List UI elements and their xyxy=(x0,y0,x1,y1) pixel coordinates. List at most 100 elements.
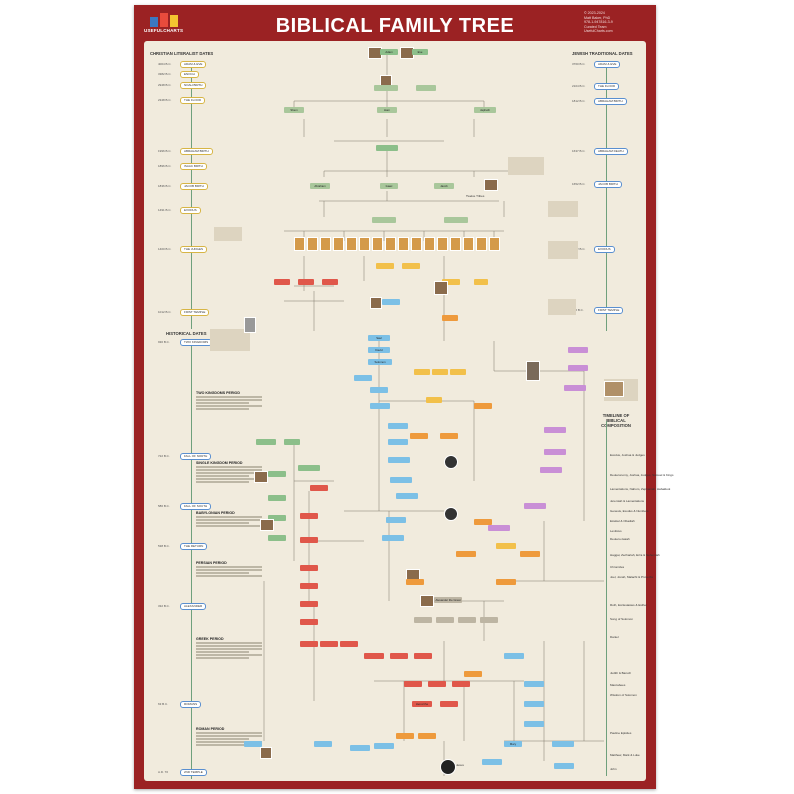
tree-node xyxy=(396,733,414,739)
tree-node xyxy=(480,617,498,623)
timeline-date: 2104 B.C. xyxy=(572,84,586,88)
tree-node-saul: Saul xyxy=(368,335,390,341)
timeline-node: ABRAHAM BIRTH xyxy=(180,148,213,155)
tribe-icon xyxy=(450,237,461,251)
period-block: PERSIAN PERIOD xyxy=(196,561,262,578)
timeline-date: 1836 B.C. xyxy=(158,184,172,188)
composition-timeline-line xyxy=(606,421,608,776)
historical-heading: HISTORICAL DATES xyxy=(166,331,207,336)
tree-node xyxy=(268,471,286,477)
tree-node xyxy=(568,347,588,353)
period-title: GREEK PERIOD xyxy=(196,637,224,641)
tree-node xyxy=(432,369,448,375)
tree-node xyxy=(406,579,424,585)
tree-node xyxy=(440,433,458,439)
timeline-date: 1012 B.C. xyxy=(158,310,172,314)
tree-node xyxy=(568,365,588,371)
artifact-image xyxy=(604,381,624,397)
tree-node xyxy=(370,403,390,409)
tree-node xyxy=(372,217,396,223)
tree-node xyxy=(524,721,544,727)
composition-item: Joel, Jonah, Malachi & Proverbs xyxy=(610,575,654,579)
tree-node-david: David xyxy=(368,347,390,353)
tree-node xyxy=(374,85,398,91)
credits: © 2023-2024 Matt Baker, PhD 978-1-947816… xyxy=(584,11,646,34)
tree-node xyxy=(396,493,418,499)
period-block: SINGLE KINGDOM PERIOD xyxy=(196,461,262,484)
tree-node-jacob: Jacob xyxy=(434,183,454,189)
timeline-node: NOAH BIRTH xyxy=(180,82,207,89)
period-title: SINGLE KINGDOM PERIOD xyxy=(196,461,243,465)
tribe-icon xyxy=(489,237,500,251)
credit-line: Curated Team xyxy=(584,24,607,29)
tree-node xyxy=(428,681,446,687)
portrait xyxy=(370,297,382,309)
tribe-icon xyxy=(424,237,435,251)
tree-node xyxy=(390,477,412,483)
composition-item: Matthew, Mark & Luke xyxy=(610,753,640,757)
tree-node xyxy=(464,671,482,677)
period-title: TWO KINGDOMS PERIOD xyxy=(196,391,240,395)
timeline-date: 1896 B.C. xyxy=(158,164,172,168)
tree-node xyxy=(410,433,428,439)
tree-node xyxy=(474,519,492,525)
tribes-label: Twelve Tribes xyxy=(466,194,485,198)
composition-item: Daniel xyxy=(610,635,619,639)
tribe-icon xyxy=(398,237,409,251)
note-box xyxy=(548,241,578,259)
timeline-date: 63 B.C. xyxy=(158,702,169,706)
jesus-label: Jesus xyxy=(456,763,464,767)
coin-image xyxy=(444,455,458,469)
composition-item: Deuteronomy, Joshua, Judges, Samuel & Ki… xyxy=(610,473,674,477)
credit-line: 978-1-947816-3-9 xyxy=(584,20,613,25)
tree-node xyxy=(402,263,420,269)
tree-node xyxy=(340,641,358,647)
timeline-date: 1996 B.C. xyxy=(158,149,172,153)
tree-node xyxy=(320,641,338,647)
tree-node xyxy=(268,495,286,501)
note-box xyxy=(210,329,250,351)
timeline-node: ABRAHAM DEATH xyxy=(594,148,628,155)
tree-node xyxy=(440,701,458,707)
timeline-date: 1312 B.C. xyxy=(572,247,586,251)
tree-node xyxy=(452,681,470,687)
tribe-icon xyxy=(372,237,383,251)
jesus-medallion xyxy=(440,759,456,775)
tree-node xyxy=(300,641,318,647)
tree-node xyxy=(256,439,276,445)
credit-line: UsefulCharts.com xyxy=(584,29,613,34)
timeline-node: THE RETURN xyxy=(180,543,208,550)
tree-node-eve: Eve xyxy=(412,49,428,55)
tree-connectors xyxy=(263,55,604,776)
tree-node-isaac: Isaac xyxy=(380,183,398,189)
timeline-date: 2348 B.C. xyxy=(158,98,172,102)
tree-node xyxy=(524,701,544,707)
tree-node xyxy=(300,565,318,571)
timeline-node: THE JUDGES xyxy=(180,246,208,253)
statue-image xyxy=(526,361,540,381)
composition-item: Wisdom of Solomon xyxy=(610,693,637,697)
tree-node xyxy=(414,369,430,375)
tree-node xyxy=(244,741,262,747)
tribe-icon xyxy=(294,237,305,251)
tablet-icon xyxy=(244,317,256,333)
tree-node xyxy=(404,681,422,687)
credit-line: Matt Baker, PhD xyxy=(584,15,611,20)
portrait xyxy=(254,471,268,483)
composition-item: Lamentations, Nahum, Zephaniah, Habakkuk xyxy=(610,487,671,491)
tree-node xyxy=(414,617,432,623)
period-title: PERSIAN PERIOD xyxy=(196,561,227,565)
timeline-node: ROMANS xyxy=(180,701,202,708)
timeline-node: JACOB BIRTH xyxy=(180,183,208,190)
timeline-node: FIRST TEMPLE xyxy=(594,307,624,314)
composition-item: Song of Solomon xyxy=(610,617,634,621)
tree-node xyxy=(386,517,406,523)
tribe-icon xyxy=(307,237,318,251)
tree-node xyxy=(370,387,388,393)
tree-node-alexander: Alexander the Great xyxy=(434,597,462,603)
tree-node xyxy=(374,743,394,749)
timeline-node: FALL OF NORTH xyxy=(180,453,212,460)
timeline-date: 1812 B.C. xyxy=(572,99,586,103)
tree-node-ham: Ham xyxy=(377,107,397,113)
tribe-icon xyxy=(385,237,396,251)
